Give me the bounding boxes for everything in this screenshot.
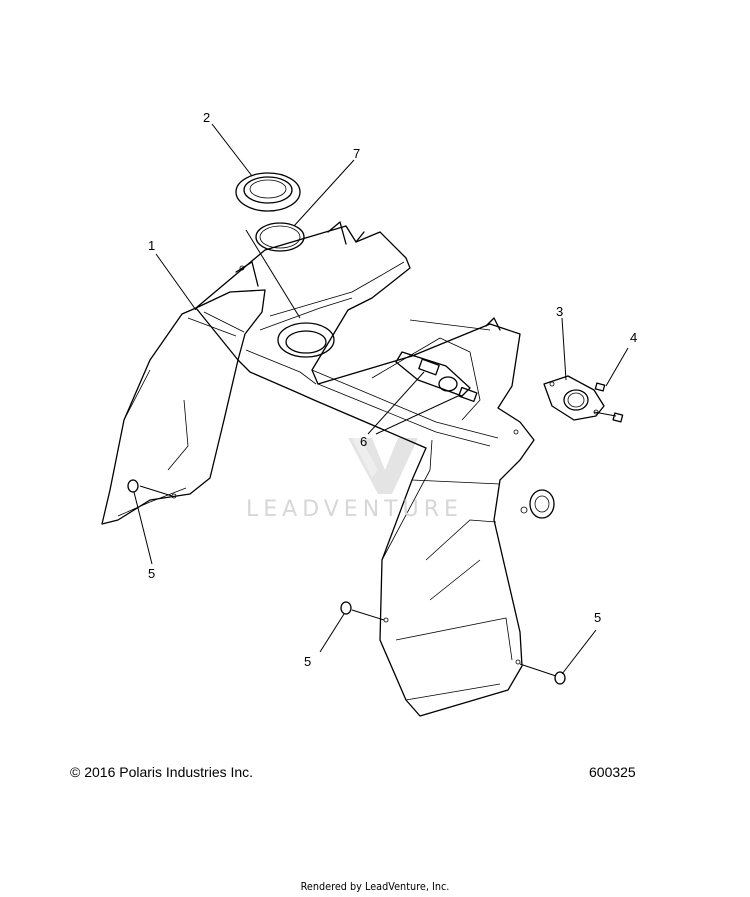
watermark-text: LEADVENTURE bbox=[246, 497, 463, 522]
leader-lines bbox=[133, 123, 629, 677]
callout-3: 3 bbox=[556, 304, 563, 319]
flange-plate bbox=[543, 375, 605, 421]
callout-4: 4 bbox=[630, 330, 637, 345]
callout-5: 5 bbox=[594, 610, 601, 625]
callout-5: 5 bbox=[148, 566, 155, 581]
diagram-number: 600325 bbox=[589, 764, 636, 780]
copyright-text: © 2016 Polaris Industries Inc. bbox=[70, 764, 254, 780]
callout-2: 2 bbox=[203, 110, 210, 125]
watermark-logo-icon bbox=[348, 438, 418, 494]
callout-7: 7 bbox=[353, 146, 360, 161]
rivet-icon bbox=[127, 479, 566, 685]
screw-icon bbox=[594, 382, 624, 423]
left-panel bbox=[101, 261, 266, 525]
callout-1: 1 bbox=[148, 238, 155, 253]
rendered-by-text: Rendered by LeadVenture, Inc. bbox=[300, 880, 450, 893]
o-ring bbox=[255, 222, 305, 252]
callout-5: 5 bbox=[304, 654, 311, 669]
gasket-ring bbox=[235, 172, 301, 212]
callout-6: 6 bbox=[360, 434, 367, 449]
main-body bbox=[171, 221, 555, 717]
